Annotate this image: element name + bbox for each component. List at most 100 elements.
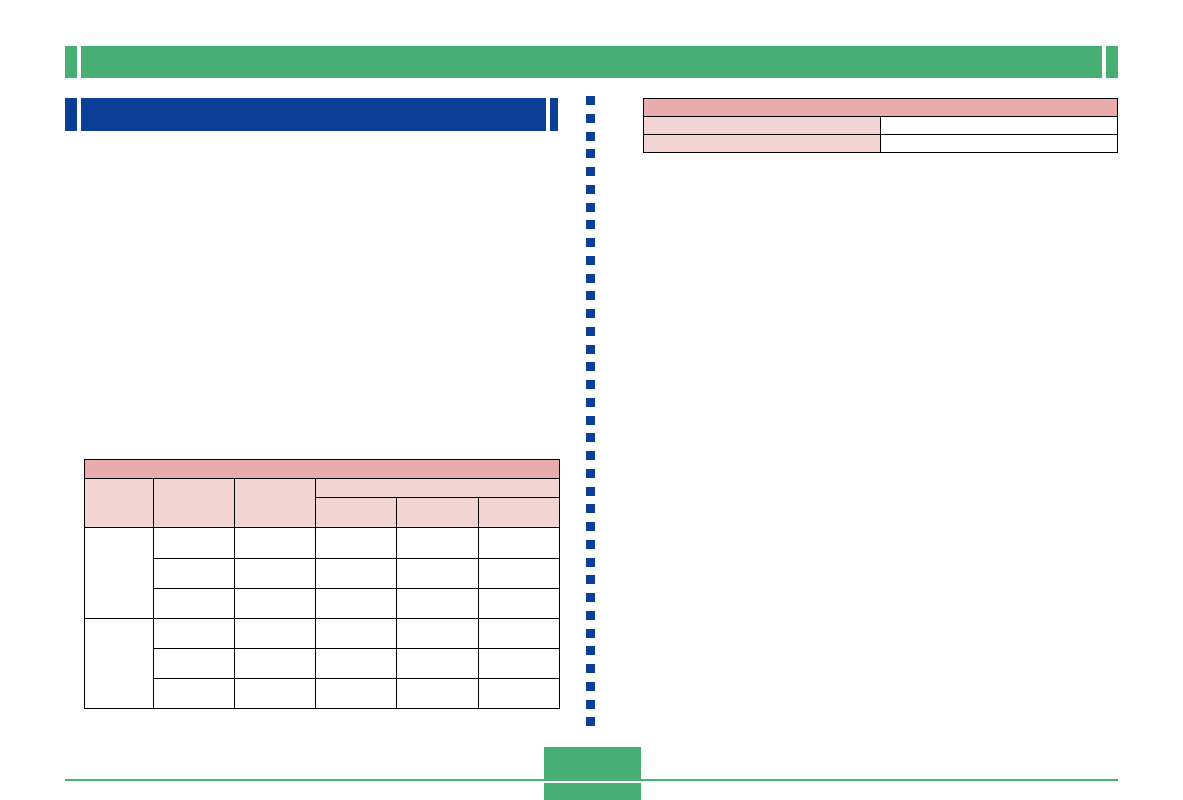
column-header [153, 478, 235, 528]
table-cell [153, 558, 235, 589]
section-notch-right [546, 98, 550, 131]
table-cell [153, 527, 235, 559]
table-cell [315, 558, 397, 589]
divider-dot [586, 362, 595, 372]
divider-dot [586, 664, 595, 673]
table-row [84, 527, 561, 619]
divider-dot [586, 504, 595, 514]
table-cell [234, 618, 316, 649]
table-cell [234, 648, 316, 679]
divider-dot [586, 184, 595, 194]
table-cell [477, 618, 561, 649]
page-number-tab [544, 747, 641, 800]
divider-dot [586, 238, 595, 247]
table-cell [315, 648, 397, 679]
table-cell [234, 678, 316, 709]
divider-dot [586, 273, 595, 283]
divider-dot [586, 433, 595, 443]
banner-notch-left [77, 46, 81, 78]
divider-dot [586, 646, 595, 656]
divider-dot [586, 309, 595, 318]
spec-table [83, 459, 561, 709]
column-subheader [315, 497, 397, 528]
table-cell [396, 678, 479, 709]
divider-dot [586, 522, 595, 531]
divider-dot [586, 717, 595, 727]
divider-dot [586, 255, 595, 265]
table-cell [396, 527, 479, 559]
side-table [643, 98, 1118, 153]
table-cell [234, 527, 316, 559]
column-subheader [477, 497, 561, 528]
table-cell [153, 678, 235, 709]
table-cell [880, 134, 1118, 153]
column-header [234, 478, 316, 528]
table-row [643, 116, 1118, 135]
table-cell [477, 588, 561, 619]
column-subheader [396, 497, 479, 528]
table-cell [477, 678, 561, 709]
divider-dot [586, 415, 595, 425]
divider-dot [586, 610, 595, 620]
table-cell [477, 527, 561, 559]
row-group-label [84, 527, 154, 619]
table-row [643, 134, 1118, 153]
table-cell [477, 558, 561, 589]
table-row [84, 618, 561, 709]
table-cell [153, 618, 235, 649]
divider-dot [586, 167, 595, 176]
table-cell [880, 116, 1118, 135]
table-cell [153, 648, 235, 679]
table-cell [396, 618, 479, 649]
divider-dot [586, 681, 595, 691]
divider-dot [586, 326, 595, 336]
divider-dot [586, 96, 595, 105]
divider-dot [586, 131, 595, 141]
section-notch-left [77, 98, 81, 131]
column-divider [586, 96, 596, 736]
divider-dot [586, 149, 595, 159]
divider-dot [586, 628, 595, 638]
table-cell [396, 558, 479, 589]
table-cell [315, 618, 397, 649]
page-tab-divider [544, 781, 641, 783]
table-cell [643, 116, 881, 135]
section-heading-bar [65, 98, 558, 131]
divider-dot [586, 557, 595, 567]
divider-dot [586, 202, 595, 212]
row-group-label [84, 618, 154, 709]
divider-dot [586, 113, 595, 123]
spec-table-title [83, 459, 561, 479]
side-table-title [643, 98, 1118, 117]
table-cell [477, 648, 561, 679]
table-cell [153, 588, 235, 619]
table-cell [643, 134, 881, 153]
divider-dot [586, 397, 595, 407]
column-header [84, 478, 154, 528]
divider-dot [586, 451, 595, 460]
table-cell [315, 588, 397, 619]
table-cell [234, 588, 316, 619]
table-row [85, 648, 561, 679]
table-cell [315, 678, 397, 709]
divider-dot [586, 380, 595, 389]
table-cell [315, 527, 397, 559]
column-header-group [314, 478, 561, 498]
table-cell [396, 588, 479, 619]
banner-notch-right [1102, 46, 1106, 78]
divider-dot [586, 539, 595, 549]
divider-dot [586, 575, 595, 585]
divider-dot [586, 699, 595, 709]
divider-dot [586, 291, 595, 301]
table-cell [396, 648, 479, 679]
table-row [85, 678, 561, 709]
divider-dot [586, 344, 595, 354]
table-row [85, 558, 561, 589]
divider-dot [586, 593, 595, 602]
divider-dot [586, 486, 595, 496]
table-cell [234, 558, 316, 589]
divider-dot [586, 468, 595, 478]
chapter-banner [65, 46, 1118, 78]
divider-dot [586, 220, 595, 230]
table-row [85, 588, 561, 619]
